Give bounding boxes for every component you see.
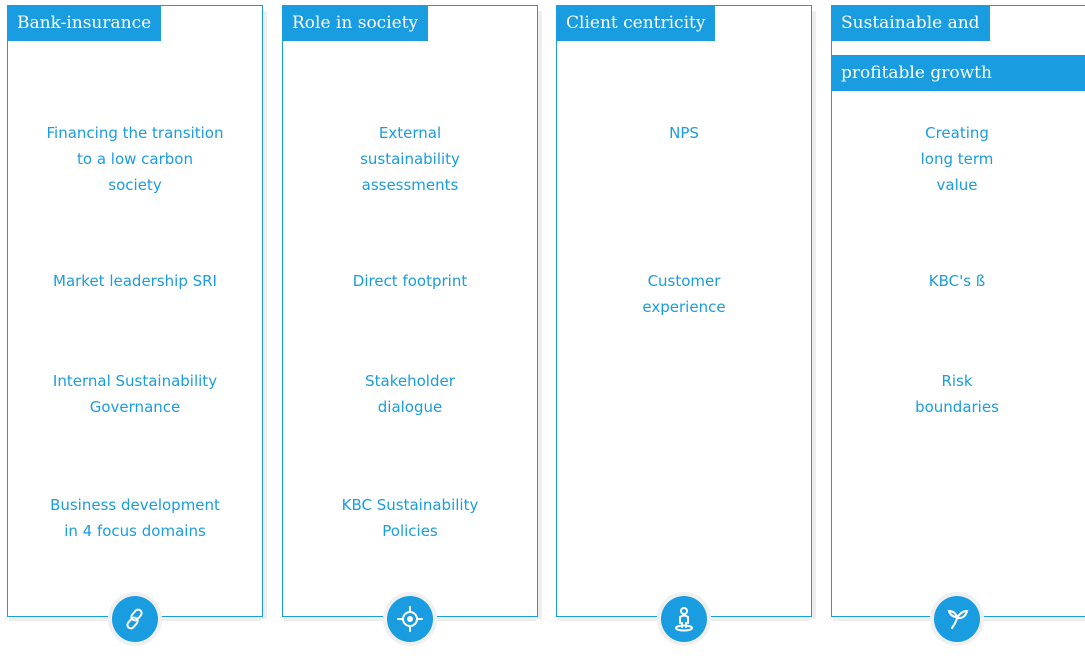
column-title: Role in society — [282, 5, 429, 41]
column-title: Sustainable and — [831, 5, 990, 41]
column-title: Client centricity — [556, 5, 716, 41]
list-item: Customer experience — [642, 272, 726, 316]
person-icon — [661, 596, 707, 642]
link-icon — [112, 596, 158, 642]
target-icon — [387, 596, 433, 642]
sprout-icon — [934, 596, 980, 642]
background-strip — [0, 630, 1085, 666]
list-item: Direct footprint — [352, 272, 468, 290]
column-bank-insurance: Bank-insurance Financing the transition … — [7, 5, 263, 642]
column-client-centricity: Client centricity NPS Customer experienc… — [556, 5, 812, 642]
list-item: Internal Sustainability Governance — [52, 372, 218, 416]
column-sustainable-growth: Sustainable and profitable growth Creati… — [831, 5, 1085, 642]
list-item: Business development in 4 focus domains — [50, 496, 220, 540]
column-role-in-society: Role in society External sustainability … — [282, 5, 538, 642]
list-item: Market leadership SRI — [53, 272, 217, 290]
list-item: Financing the transition to a low carbon… — [46, 124, 224, 194]
list-item: Risk boundaries — [915, 372, 999, 416]
list-item: KBC Sustainability Policies — [341, 496, 479, 540]
column-title: Bank-insurance — [7, 5, 162, 41]
column-title-line2: profitable growth — [831, 55, 1085, 91]
list-item: Creating long term value — [920, 124, 994, 194]
list-item: External sustainability assessments — [360, 124, 460, 194]
list-item: NPS — [669, 124, 699, 142]
list-item: Stakeholder dialogue — [365, 372, 455, 416]
list-item: KBC's ß — [928, 272, 986, 290]
